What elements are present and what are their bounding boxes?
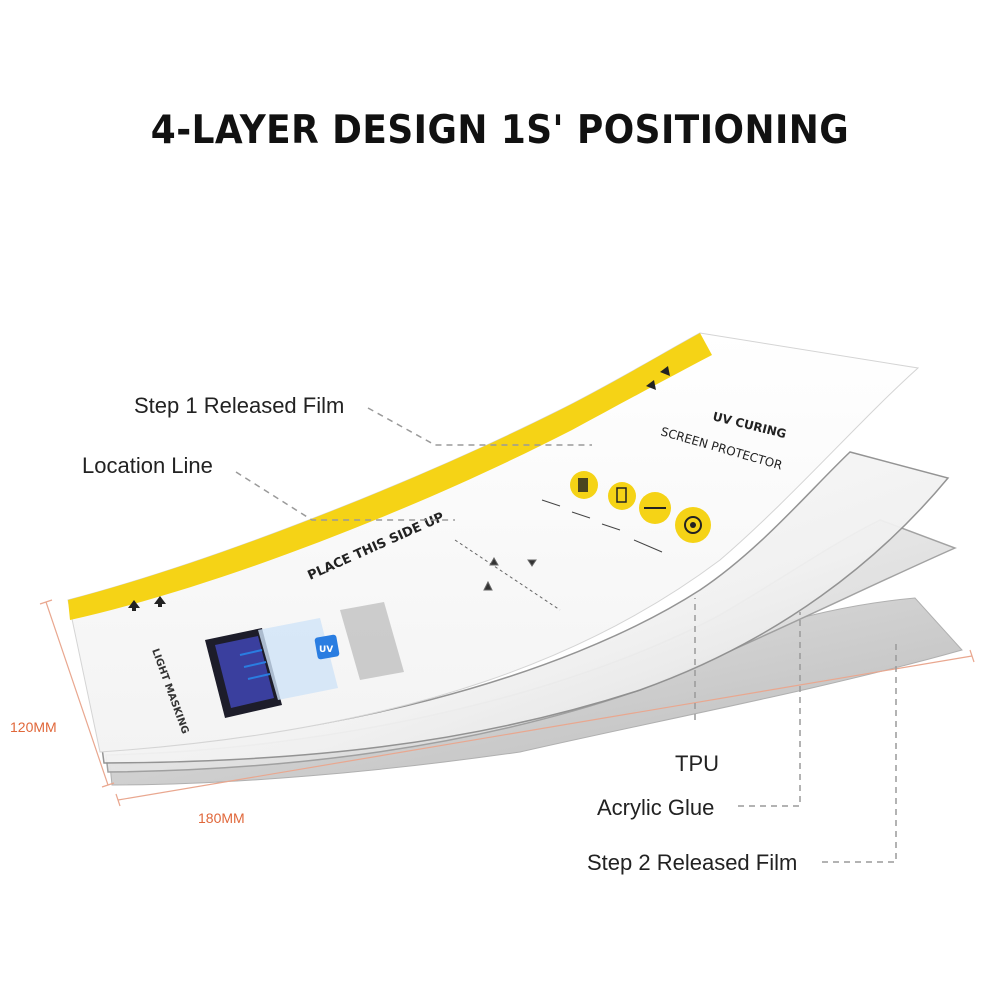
leader-location: [235, 471, 455, 521]
feature-icons: [570, 471, 711, 543]
band-arrows-right: [646, 366, 670, 390]
callout-acrylic-glue: Acrylic Glue: [597, 795, 714, 820]
layer-tpu: [101, 451, 950, 764]
dimension-width-line: [115, 649, 975, 807]
leader-glue: [738, 612, 801, 807]
page-title: 4-LAYER DESIGN 1S' POSITIONING: [150, 108, 850, 153]
callout-step1-released-film: Step 1 Released Film: [134, 393, 344, 418]
callout-leaders: [235, 407, 897, 863]
phone-illustration: UV: [205, 602, 404, 718]
callout-tpu: TPU: [675, 751, 719, 776]
leader-step2: [822, 640, 897, 863]
band-arrows-left: [128, 596, 166, 611]
width-dimension-label: 180MM: [198, 810, 245, 826]
uv-badge-text: UV: [319, 645, 333, 655]
height-dimension-label: 120MM: [10, 719, 57, 735]
feature-caption-marks: [541, 499, 663, 553]
yellow-band: [68, 333, 712, 620]
callout-step2-released-film: Step 2 Released Film: [587, 850, 797, 875]
dimension-height-line: [39, 599, 115, 788]
location-line-marks: [454, 539, 561, 611]
leader-step1: [367, 407, 592, 446]
callout-location-line: Location Line: [82, 453, 213, 478]
feature-icon-2: [608, 482, 636, 510]
